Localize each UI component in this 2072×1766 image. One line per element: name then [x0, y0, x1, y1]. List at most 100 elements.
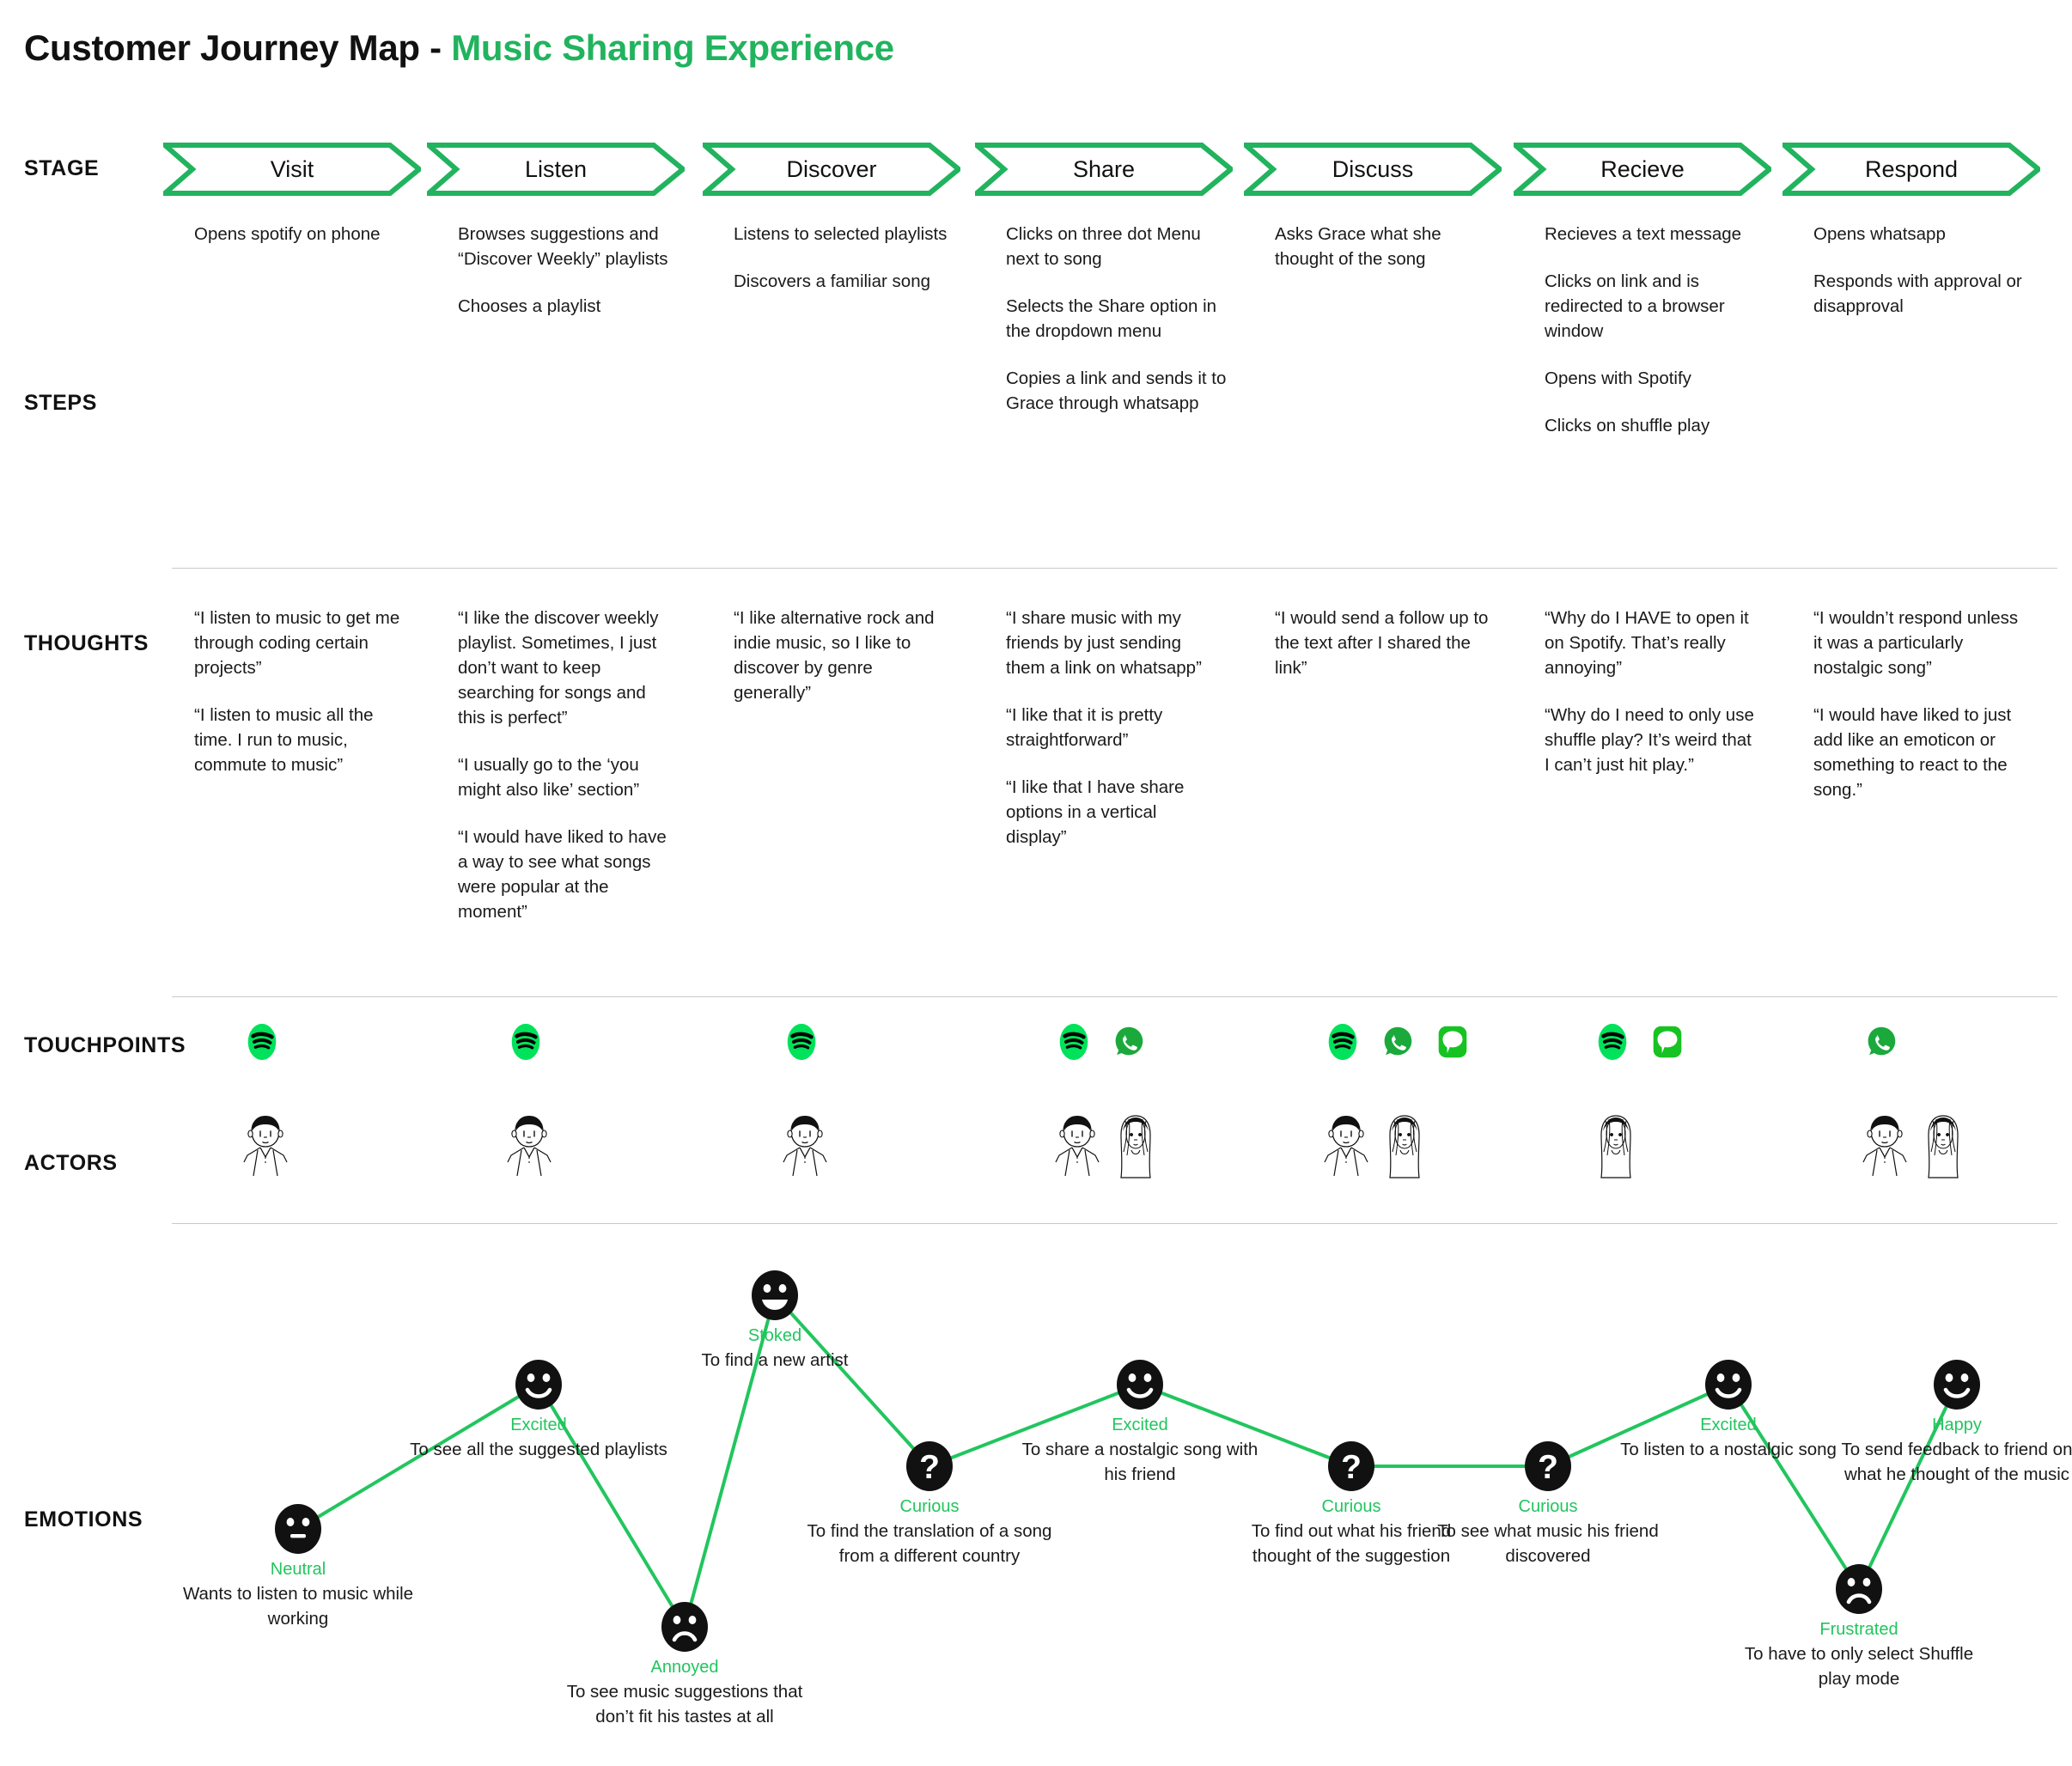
emotion-name: Excited — [510, 1416, 567, 1434]
emotion-node[interactable] — [514, 1358, 564, 1411]
divider-thoughts-touch — [172, 996, 2057, 997]
page-title: Customer Journey Map - Music Sharing Exp… — [24, 27, 894, 69]
thoughts-column: “I like alternative rock and indie music… — [734, 606, 991, 728]
thoughts-column: “I listen to music to get me through cod… — [194, 606, 452, 800]
whatsapp-icon[interactable] — [1862, 1022, 1901, 1062]
stage-chevron-respond[interactable]: Respond — [1783, 143, 2040, 196]
actor-group — [1858, 1112, 1970, 1179]
stage-chevron-listen[interactable]: Listen — [427, 143, 685, 196]
emotion-node[interactable]: ? — [1523, 1440, 1573, 1493]
emotion-name: Excited — [1112, 1416, 1168, 1434]
thoughts-column: “I like the discover weekly playlist. So… — [458, 606, 716, 947]
actor-group — [239, 1112, 292, 1179]
thought-quote: “I like that it is pretty straightforwar… — [1006, 705, 1163, 750]
emotion-node[interactable] — [1834, 1562, 1884, 1616]
emotion-name: Happy — [1932, 1416, 1982, 1434]
emotion-description: To find out what his friend thought of t… — [1251, 1521, 1452, 1566]
emotion-node[interactable] — [1115, 1358, 1165, 1411]
emotion-description: Wants to listen to music while working — [182, 1584, 414, 1629]
row-label-stage: STAGE — [24, 156, 100, 180]
emotion-description: To see all the suggested playlists — [410, 1440, 667, 1459]
emotion-face-smile — [1934, 1360, 1980, 1410]
stage-label: Discuss — [1332, 155, 1414, 182]
emotion-description: To have to only select Shuffle play mode — [1744, 1644, 1974, 1689]
stage-label: Share — [1072, 155, 1136, 182]
messages-icon[interactable] — [1648, 1022, 1687, 1062]
emotion-name: Neutral — [270, 1560, 326, 1579]
steps-column: Opens spotify on phone — [194, 222, 452, 269]
emotion-node[interactable] — [660, 1600, 710, 1653]
stage-chevron-recieve[interactable]: Recieve — [1514, 143, 1771, 196]
steps-column: Browses suggestions and “Discover Weekly… — [458, 222, 716, 341]
whatsapp-icon[interactable] — [1109, 1022, 1149, 1062]
thought-quote: “I would send a follow up to the text af… — [1275, 608, 1489, 678]
stage-row: Visit Listen Discover Share Discuss Recieve Re… — [0, 143, 2072, 196]
step-item: Opens whatsapp — [1813, 224, 1946, 244]
emotion-node[interactable]: ? — [1326, 1440, 1376, 1493]
emotion-connector — [537, 1383, 686, 1629]
emotion-caption: Excited To share a nostalgic song with hi… — [1011, 1414, 1269, 1487]
spotify-icon[interactable] — [1323, 1022, 1362, 1062]
actor-group — [503, 1112, 556, 1179]
emotion-connector — [296, 1383, 540, 1531]
thought-quote: “I like the discover weekly playlist. So… — [458, 608, 659, 728]
emotion-connector — [773, 1294, 931, 1468]
step-item: Clicks on shuffle play — [1545, 416, 1710, 435]
actor-group — [1589, 1112, 1642, 1179]
whatsapp-icon[interactable] — [1378, 1022, 1417, 1062]
emotion-face-question: ? — [1328, 1441, 1374, 1491]
stage-chevron-visit[interactable]: Visit — [163, 143, 421, 196]
divider-actors-emotions — [172, 1223, 2057, 1224]
emotion-description: To share a nostalgic song with his frien… — [1021, 1440, 1258, 1484]
thoughts-column: “I would send a follow up to the text af… — [1275, 606, 1533, 703]
touchpoint-group — [506, 1022, 545, 1062]
step-item: Recieves a text message — [1545, 224, 1742, 244]
step-item: Browses suggestions and “Discover Weekly… — [458, 224, 668, 269]
spotify-icon[interactable] — [1593, 1022, 1632, 1062]
step-item: Opens spotify on phone — [194, 224, 381, 244]
spotify-icon[interactable] — [506, 1022, 545, 1062]
stage-chevron-share[interactable]: Share — [975, 143, 1233, 196]
stage-label: Listen — [524, 155, 588, 182]
stage-chevron-discover[interactable]: Discover — [703, 143, 960, 196]
actor-woman-icon — [1928, 1115, 1959, 1178]
emotion-face-frown — [1836, 1564, 1882, 1614]
actor-man-icon — [507, 1116, 552, 1177]
emotion-node[interactable] — [273, 1502, 323, 1556]
touchpoint-group — [1593, 1022, 1687, 1062]
touchpoint-group — [1862, 1022, 1901, 1062]
spotify-icon[interactable] — [1054, 1022, 1094, 1062]
emotion-connector — [1139, 1383, 1352, 1468]
thought-quote: “I usually go to the ‘you might also lik… — [458, 755, 640, 800]
emotion-node[interactable] — [750, 1269, 800, 1322]
emotion-node[interactable] — [1932, 1358, 1982, 1411]
emotion-node[interactable] — [1703, 1358, 1753, 1411]
spotify-icon[interactable] — [782, 1022, 821, 1062]
actor-woman-icon — [1120, 1115, 1151, 1178]
actor-group — [1051, 1112, 1162, 1179]
row-label-emotions: EMOTIONS — [24, 1507, 143, 1532]
steps-column: Asks Grace what she thought of the song — [1275, 222, 1533, 294]
step-item: Clicks on three dot Menu next to song — [1006, 224, 1201, 269]
actor-group — [778, 1112, 832, 1179]
emotion-name: Stoked — [747, 1326, 802, 1345]
emotion-face-smile — [515, 1360, 562, 1410]
stage-chevron-discuss[interactable]: Discuss — [1244, 143, 1502, 196]
divider-steps-thoughts — [172, 568, 2057, 569]
stage-label: Respond — [1864, 155, 1959, 182]
emotion-description: To listen to a nostalgic song — [1620, 1440, 1837, 1459]
svg-text:?: ? — [1538, 1449, 1558, 1486]
messages-icon[interactable] — [1433, 1022, 1472, 1062]
emotion-node[interactable]: ? — [905, 1440, 954, 1493]
touchpoint-group — [1054, 1022, 1149, 1062]
thought-quote: “I listen to music to get me through cod… — [194, 608, 400, 678]
actor-woman-icon — [1389, 1115, 1420, 1178]
spotify-icon[interactable] — [242, 1022, 282, 1062]
stage-label: Visit — [270, 155, 314, 182]
step-item: Discovers a familiar song — [734, 271, 930, 291]
step-item: Opens with Spotify — [1545, 368, 1691, 388]
